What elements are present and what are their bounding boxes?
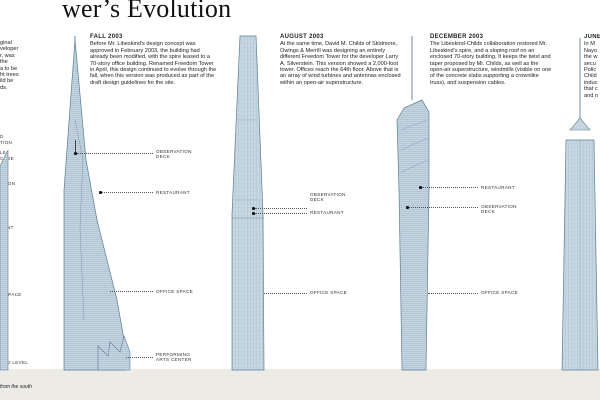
panel-heading: DECEMBER 2003 — [430, 34, 484, 40]
leader-line — [126, 357, 153, 358]
label-marker — [406, 206, 409, 209]
left-text-line-5: ht trees — [0, 72, 19, 79]
left-label-ground: UND LEVEL — [0, 360, 29, 365]
june-text-line-7: that c — [584, 86, 598, 93]
tower-left-fragment — [0, 149, 9, 371]
leader-line — [422, 187, 478, 188]
label-observation-deck: OBSERVATION DECK — [156, 149, 192, 160]
left-label-3: le — [0, 150, 7, 155]
left-text-line-1: veloper — [0, 46, 19, 53]
footnote: from the south — [0, 384, 32, 390]
panel-heading: AUGUST 2003 — [280, 34, 324, 40]
panel-december-2003-text: DECEMBER 2003 The Libeskind-Childs colla… — [430, 34, 552, 86]
label-observation-deck: OBSERVATION DECK — [481, 204, 517, 215]
june-text-line-4: Polic — [584, 67, 597, 74]
left-text-line-7: ds. — [0, 84, 8, 91]
leader-line — [428, 293, 478, 294]
tower-august-2003 — [231, 35, 265, 371]
leader-line — [255, 208, 307, 209]
label-performing-arts-center: PERFORMING ARTS CENTER — [156, 352, 192, 363]
june-text-line-6: induc — [584, 79, 598, 86]
tower-fall-2003 — [63, 36, 131, 371]
left-text-line-0: ginal — [0, 40, 12, 46]
page-title: wer’s Evolution — [62, 0, 232, 23]
left-text-line-6: ild be — [0, 78, 14, 85]
june-text-line-3: secu — [584, 60, 596, 67]
panel-heading: JUNE — [584, 34, 600, 40]
left-text-line-2: r, was — [0, 52, 15, 59]
panel-heading: FALL 2003 — [90, 34, 123, 40]
panel-body: The Libeskind-Childs collaboration resto… — [430, 41, 552, 86]
label-restaurant: RESTAURANT — [310, 210, 344, 215]
left-label-2: tion — [0, 140, 13, 145]
panel-body: At the same time, David M. Childs of Ski… — [280, 41, 401, 86]
label-restaurant: RESTAURANT — [156, 190, 190, 195]
label-marker — [74, 152, 77, 155]
leader-line — [409, 207, 478, 208]
panel-fall-2003-text: FALL 2003 Before Mr. Libeskind's design … — [90, 34, 218, 86]
label-observation-deck: OBSERVATION DECK — [310, 192, 346, 203]
leader-line — [110, 291, 153, 292]
left-text-line-3: the — [0, 59, 8, 66]
label-marker — [252, 212, 255, 215]
leader-line — [255, 213, 307, 214]
panel-august-2003-text: AUGUST 2003 At the same time, David M. C… — [280, 34, 404, 86]
june-text-line-2: the w — [584, 54, 598, 61]
label-marker — [419, 186, 422, 189]
label-marker — [99, 191, 102, 194]
left-text-line-4: a to be — [0, 65, 18, 72]
panel-body: Before Mr. Libeskind's design concept wa… — [90, 41, 217, 86]
leader-line — [102, 192, 153, 193]
ground-plane — [0, 369, 600, 400]
leader-line — [77, 153, 153, 154]
label-office-space: OFFICE SPACE — [156, 289, 193, 294]
label-office-space: OFFICE SPACE — [310, 290, 347, 295]
tower-june — [561, 38, 599, 371]
label-marker — [252, 207, 255, 210]
leader-line — [264, 293, 307, 294]
left-label-1: d — [0, 134, 4, 139]
left-label-office: E SPACE — [0, 292, 22, 297]
tower-december-2003 — [396, 36, 430, 371]
june-text-line-8: and n — [584, 92, 598, 99]
june-text-line-0: In M — [584, 41, 595, 48]
leader-vertical — [75, 140, 76, 152]
label-office-space: OFFICE SPACE — [481, 290, 518, 295]
june-text-line-5: Child — [584, 73, 597, 80]
label-restaurant: RESTAURANT — [481, 185, 515, 190]
june-text-line-1: Nayo — [584, 47, 598, 54]
